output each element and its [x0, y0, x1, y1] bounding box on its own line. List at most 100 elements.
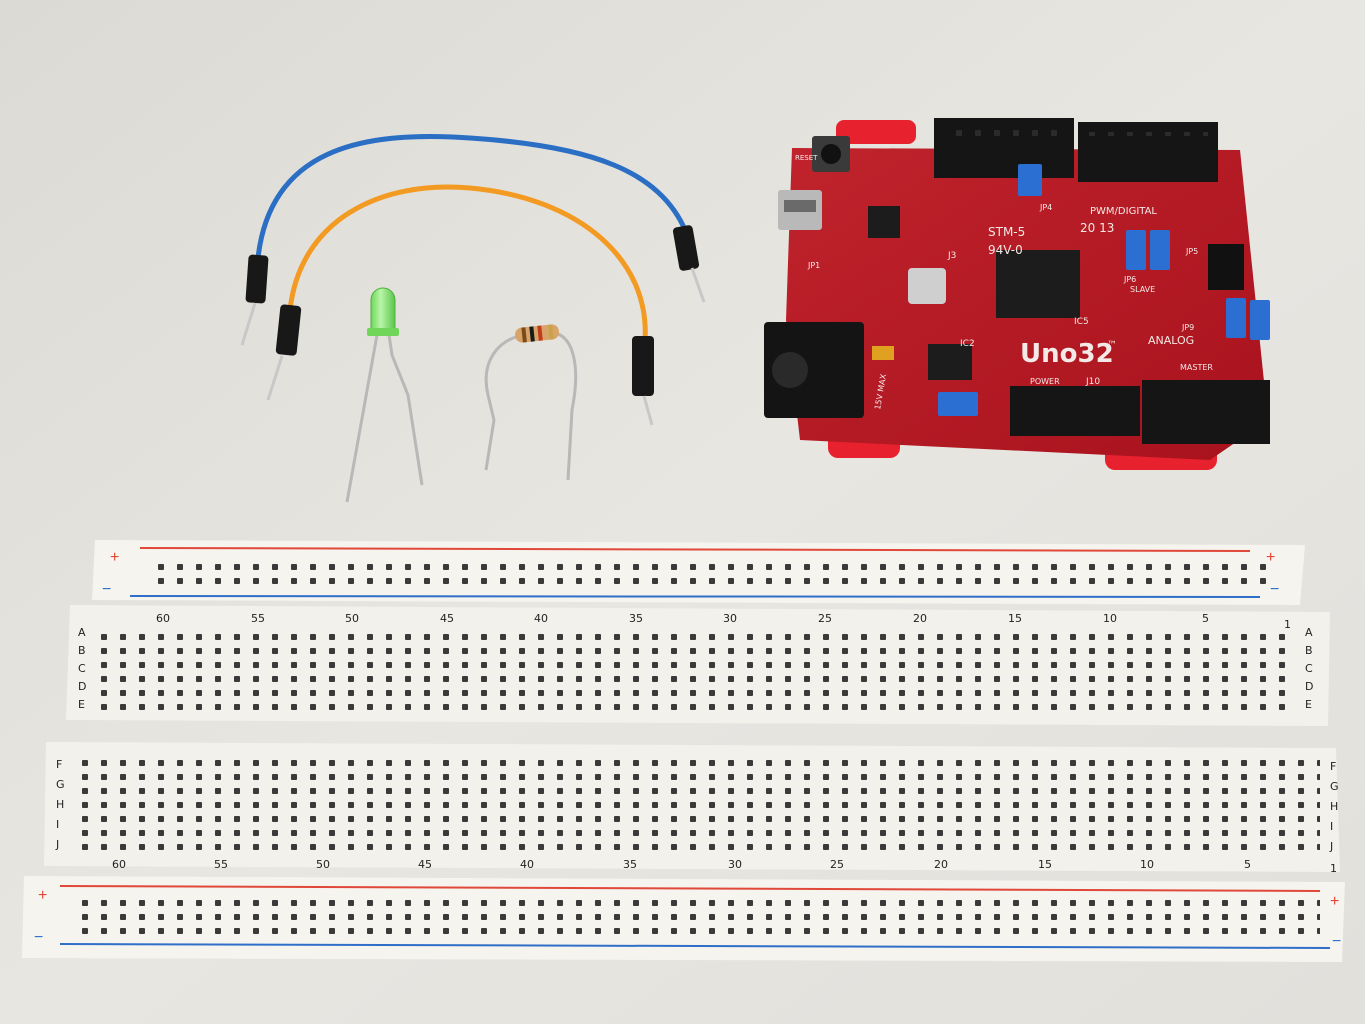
- wire-pin-right: [642, 395, 654, 426]
- svg-text:60: 60: [112, 858, 126, 871]
- svg-text:+: +: [38, 887, 47, 904]
- header-power: [1010, 386, 1140, 436]
- svg-text:PWM/DIGITAL: PWM/DIGITAL: [1090, 206, 1157, 217]
- svg-text:1: 1: [1284, 618, 1291, 631]
- row-labels-left: F G H I J: [55, 758, 65, 851]
- svg-text:20 13: 20 13: [1080, 221, 1114, 235]
- row-labels-right: F G H I J: [1329, 760, 1339, 853]
- wire-pin-right: [690, 267, 706, 303]
- svg-text:SLAVE: SLAVE: [1130, 285, 1155, 294]
- svg-text:25: 25: [830, 858, 844, 871]
- rail-holes: [80, 896, 1320, 940]
- wire-pin-left: [240, 302, 257, 346]
- svg-text:35: 35: [629, 612, 643, 625]
- wire-pin-left: [266, 355, 284, 401]
- svg-text:C: C: [78, 662, 86, 675]
- svg-text:20: 20: [934, 858, 948, 871]
- header-analog: [1142, 380, 1270, 444]
- rubber-foot: [836, 120, 916, 144]
- header-digital-right: [1078, 122, 1218, 182]
- svg-text:I: I: [56, 818, 59, 831]
- uno32-board: Uno32 ™ STM-5 94V-0 PWM/DIGITAL ANALOG P…: [764, 118, 1270, 470]
- mcu-chip: [996, 250, 1080, 318]
- svg-text:35: 35: [623, 858, 637, 871]
- jumper-jp4: [1018, 164, 1042, 196]
- svg-text:I: I: [1330, 820, 1333, 833]
- svg-text:D: D: [78, 680, 86, 693]
- svg-text:1: 1: [1330, 862, 1337, 875]
- row-labels-right: A B C D E: [1305, 626, 1313, 711]
- terminal-holes: [95, 628, 1285, 712]
- svg-text:30: 30: [728, 858, 742, 871]
- red-rail-line: [139, 547, 1251, 552]
- svg-text:5: 5: [1202, 612, 1209, 625]
- svg-text:E: E: [1305, 698, 1312, 711]
- svg-text:POWER: POWER: [1030, 377, 1060, 386]
- svg-text:STM-5: STM-5: [988, 225, 1025, 239]
- svg-text:A: A: [1305, 626, 1313, 639]
- svg-text:JP4: JP4: [1039, 203, 1052, 212]
- svg-text:F: F: [56, 758, 62, 771]
- jumper-jp8: [1226, 298, 1246, 338]
- svg-text:40: 40: [534, 612, 548, 625]
- svg-text:−: −: [1332, 933, 1341, 950]
- svg-text:A: A: [78, 626, 86, 639]
- svg-text:45: 45: [418, 858, 432, 871]
- column-numbers-bottom: 60 55 50 45 40 35 30 25 20 15 10 5 1: [112, 858, 1337, 875]
- svg-text:J: J: [55, 838, 59, 851]
- svg-text:60: 60: [156, 612, 170, 625]
- svg-text:JP9: JP9: [1181, 323, 1194, 332]
- svg-text:MASTER: MASTER: [1180, 363, 1213, 372]
- blue-jumper-wire: [240, 133, 706, 346]
- svg-text:IC2: IC2: [960, 339, 975, 349]
- svg-text:E: E: [78, 698, 85, 711]
- rail-holes: [148, 560, 1268, 588]
- svg-text:15: 15: [1008, 612, 1022, 625]
- svg-text:40: 40: [520, 858, 534, 871]
- svg-text:25: 25: [818, 612, 832, 625]
- svg-text:−: −: [1270, 581, 1279, 598]
- svg-text:JP1: JP1: [807, 261, 820, 270]
- svg-text:50: 50: [316, 858, 330, 871]
- wire-connector-left: [275, 304, 302, 356]
- svg-text:5: 5: [1244, 858, 1251, 871]
- svg-text:J10: J10: [1085, 377, 1100, 387]
- terminal-holes: [70, 756, 1320, 854]
- svg-text:55: 55: [251, 612, 265, 625]
- svg-text:−: −: [34, 929, 43, 946]
- wire-connector-right: [632, 336, 654, 396]
- blue-rail-line: [129, 595, 1261, 598]
- svg-text:+: +: [1330, 893, 1339, 910]
- svg-text:B: B: [1305, 644, 1313, 657]
- svg-text:15: 15: [1038, 858, 1052, 871]
- svg-text:ANALOG: ANALOG: [1148, 334, 1194, 347]
- svg-text:F: F: [1330, 760, 1336, 773]
- wire-connector-right: [672, 225, 700, 271]
- svg-text:G: G: [1330, 780, 1339, 793]
- svg-text:30: 30: [723, 612, 737, 625]
- svg-text:JP6: JP6: [1123, 275, 1136, 284]
- svg-text:D: D: [1305, 680, 1313, 693]
- jumper-jp5: [1126, 230, 1146, 270]
- wire-path: [255, 133, 689, 261]
- svg-text:C: C: [1305, 662, 1313, 675]
- jumper-jp9: [1250, 300, 1270, 340]
- svg-text:H: H: [1330, 800, 1338, 813]
- blue-rail-line: [59, 943, 1331, 949]
- svg-text:+: +: [1266, 549, 1275, 566]
- crystal: [908, 268, 946, 304]
- svg-text:B: B: [78, 644, 86, 657]
- jumper-jp2: [938, 392, 978, 416]
- svg-text:−: −: [102, 581, 111, 598]
- svg-text:IC5: IC5: [1074, 317, 1089, 327]
- svg-text:55: 55: [214, 858, 228, 871]
- column-numbers-top: 60 55 50 45 40 35 30 25 20 15 10 5 1: [156, 612, 1291, 631]
- header-digital-left: [934, 118, 1074, 178]
- svg-text:J3: J3: [947, 251, 956, 261]
- breadboard-bottom: F G H I J F G H I J 60 55 50 45 40 35 30…: [22, 742, 1345, 962]
- svg-text:20: 20: [913, 612, 927, 625]
- svg-text:94V-0: 94V-0: [988, 243, 1023, 257]
- red-rail-line: [59, 885, 1321, 892]
- breadboard-top: + + − − A B C D E A B C D E 60 55 50 45 …: [66, 540, 1330, 726]
